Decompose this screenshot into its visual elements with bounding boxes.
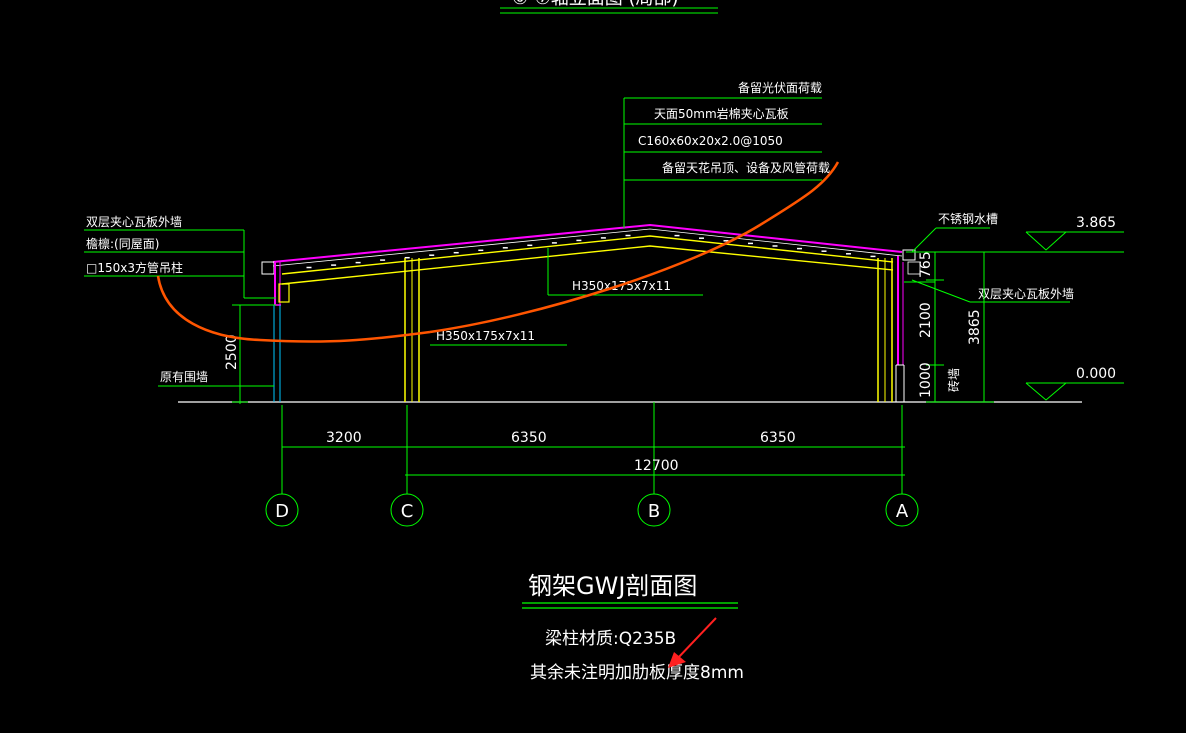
axis-bubble-d: D (265, 493, 299, 527)
note-stainless-gutter: 不锈钢水槽 (938, 212, 998, 226)
axis-bubble-a: A (885, 493, 919, 527)
note-existing-wall: 原有围墙 (160, 370, 208, 384)
note-ceiling-load: 备留天花吊顶、设备及风管荷载 (662, 160, 830, 175)
dim-right-765: 765 (918, 251, 934, 278)
orange-annotation-curve-right (429, 161, 840, 334)
left-notes-leader (84, 229, 276, 299)
orange-annotation-curve-left (156, 275, 431, 343)
left-eave-gutter (261, 261, 290, 306)
axis-label-a: A (896, 501, 909, 522)
note-left-wall-panel: 双层夹心瓦板外墙 (86, 215, 182, 229)
elevation-bottom-value: 0.000 (1076, 366, 1116, 382)
red-arrow (668, 617, 717, 668)
steel-rafters (281, 235, 894, 285)
stiffener-note: 其余未注明加肋板厚度8mm (530, 663, 744, 683)
steel-column-c (404, 258, 420, 402)
brick-wall-right (895, 364, 905, 402)
beam-label-lower: H350x175x7x11 (436, 329, 535, 343)
elevation-marker-bottom (1025, 382, 1124, 401)
dim-b-a: 6350 (760, 430, 796, 446)
left-height-dimension (232, 304, 276, 404)
drawing-title: 钢架GWJ剖面图 (528, 572, 697, 600)
dim-right-1000: 1000 (918, 362, 934, 398)
right-height-dimensions (906, 251, 1124, 403)
note-brick-wall: 砖墙 (946, 368, 961, 392)
dim-c-a: 12700 (634, 458, 679, 474)
elevation-marker-top (1025, 231, 1124, 251)
right-eave-gutter (897, 249, 921, 365)
steel-column-a (877, 258, 893, 402)
axis-label-d: D (275, 501, 289, 522)
dim-right-total: 3865 (967, 309, 983, 345)
top-notes-leader (623, 97, 822, 228)
purlins (306, 234, 876, 269)
roof-cladding (272, 223, 903, 267)
dim-c-b: 6350 (511, 430, 547, 446)
bottom-dimensions (281, 402, 905, 494)
elevation-top-value: 3.865 (1076, 215, 1116, 231)
right-notes-leader (904, 227, 1070, 303)
axis-label-b: B (648, 501, 660, 522)
note-roof-panel: 天面50mm岩棉夹心瓦板 (654, 106, 789, 121)
dim-left-height: 2500 (224, 334, 240, 370)
existing-wall-left (273, 305, 281, 402)
note-eave-purlin: 檐檩:(同屋面) (86, 236, 159, 251)
note-purlin-spec: C160x60x20x2.0@1050 (638, 134, 783, 148)
note-right-wall-panel: 双层夹心瓦板外墙 (978, 287, 1074, 301)
axis-label-c: C (401, 501, 414, 522)
note-hanging-post: □150x3方管吊柱 (86, 260, 183, 275)
dim-d-c: 3200 (326, 430, 362, 446)
material-note: 梁柱材质:Q235B (545, 629, 676, 649)
axis-bubble-b: B (637, 493, 671, 527)
axis-bubble-c: C (390, 493, 424, 527)
beam-label-leaders (430, 248, 703, 346)
dim-right-2100: 2100 (918, 302, 934, 338)
partial-title: ⑥-⑦轴立面图 (局部) (512, 0, 679, 9)
note-pv-load: 备留光伏面荷载 (738, 81, 822, 95)
